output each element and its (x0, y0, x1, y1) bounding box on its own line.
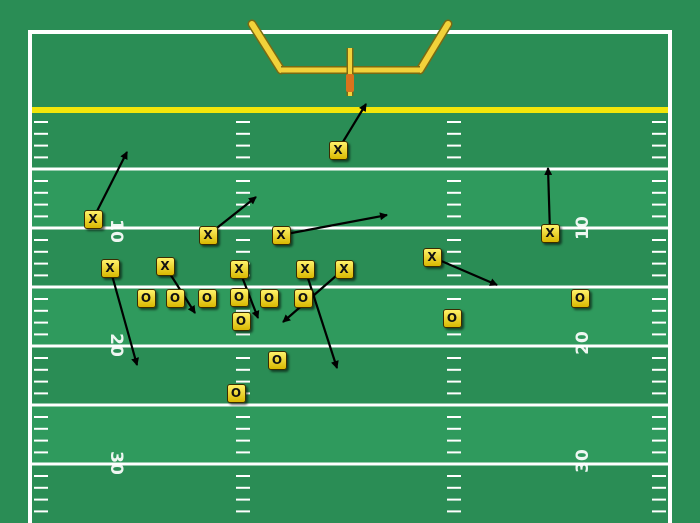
goalpost-padding (346, 74, 354, 92)
yard-number-left-20: 20 (105, 333, 126, 357)
offense-player-token[interactable]: X (229, 259, 249, 279)
route-arrow (92, 151, 128, 220)
yard-number-left-10: 10 (105, 219, 126, 243)
offense-player-token[interactable]: X (83, 209, 103, 229)
defense-player-token[interactable]: O (136, 288, 156, 308)
turf-stripe (32, 405, 668, 464)
yard-number-right-20: 20 (572, 331, 593, 355)
route-arrow (282, 268, 345, 323)
route-arrow (280, 212, 388, 237)
sidelines (28, 30, 672, 523)
defense-player-token[interactable]: O (259, 288, 279, 308)
route-arrow (108, 267, 139, 366)
defense-player-token[interactable]: O (226, 383, 246, 403)
route-arrow (303, 268, 339, 369)
offense-player-token[interactable]: X (271, 225, 291, 245)
defense-player-token[interactable]: O (231, 311, 251, 331)
turf-stripe (32, 169, 668, 228)
offense-player-token[interactable]: X (422, 247, 442, 267)
yard-lines (32, 167, 668, 466)
offense-player-token[interactable]: X (334, 259, 354, 279)
turf-stripes (32, 169, 668, 464)
yard-number-right-30: 30 (572, 449, 593, 473)
goalpost (247, 19, 453, 96)
yard-number-left-30: 30 (105, 451, 126, 475)
route-arrow (544, 167, 553, 234)
defense-player-token[interactable]: O (165, 288, 185, 308)
offense-player-token[interactable]: X (198, 225, 218, 245)
defense-player-token[interactable]: O (229, 287, 249, 307)
offense-player-token[interactable]: X (540, 223, 560, 243)
offense-player-token[interactable]: X (155, 256, 175, 276)
defense-player-token[interactable]: O (293, 288, 313, 308)
defense-player-token[interactable]: O (197, 288, 217, 308)
offense-player-token[interactable]: X (100, 258, 120, 278)
offense-player-token[interactable]: X (328, 140, 348, 160)
defense-player-token[interactable]: O (442, 308, 462, 328)
offense-player-token[interactable]: X (295, 259, 315, 279)
yard-number-right-10: 10 (572, 216, 593, 240)
defense-player-token[interactable]: O (570, 288, 590, 308)
defense-player-token[interactable]: O (267, 350, 287, 370)
route-arrow (431, 255, 498, 287)
